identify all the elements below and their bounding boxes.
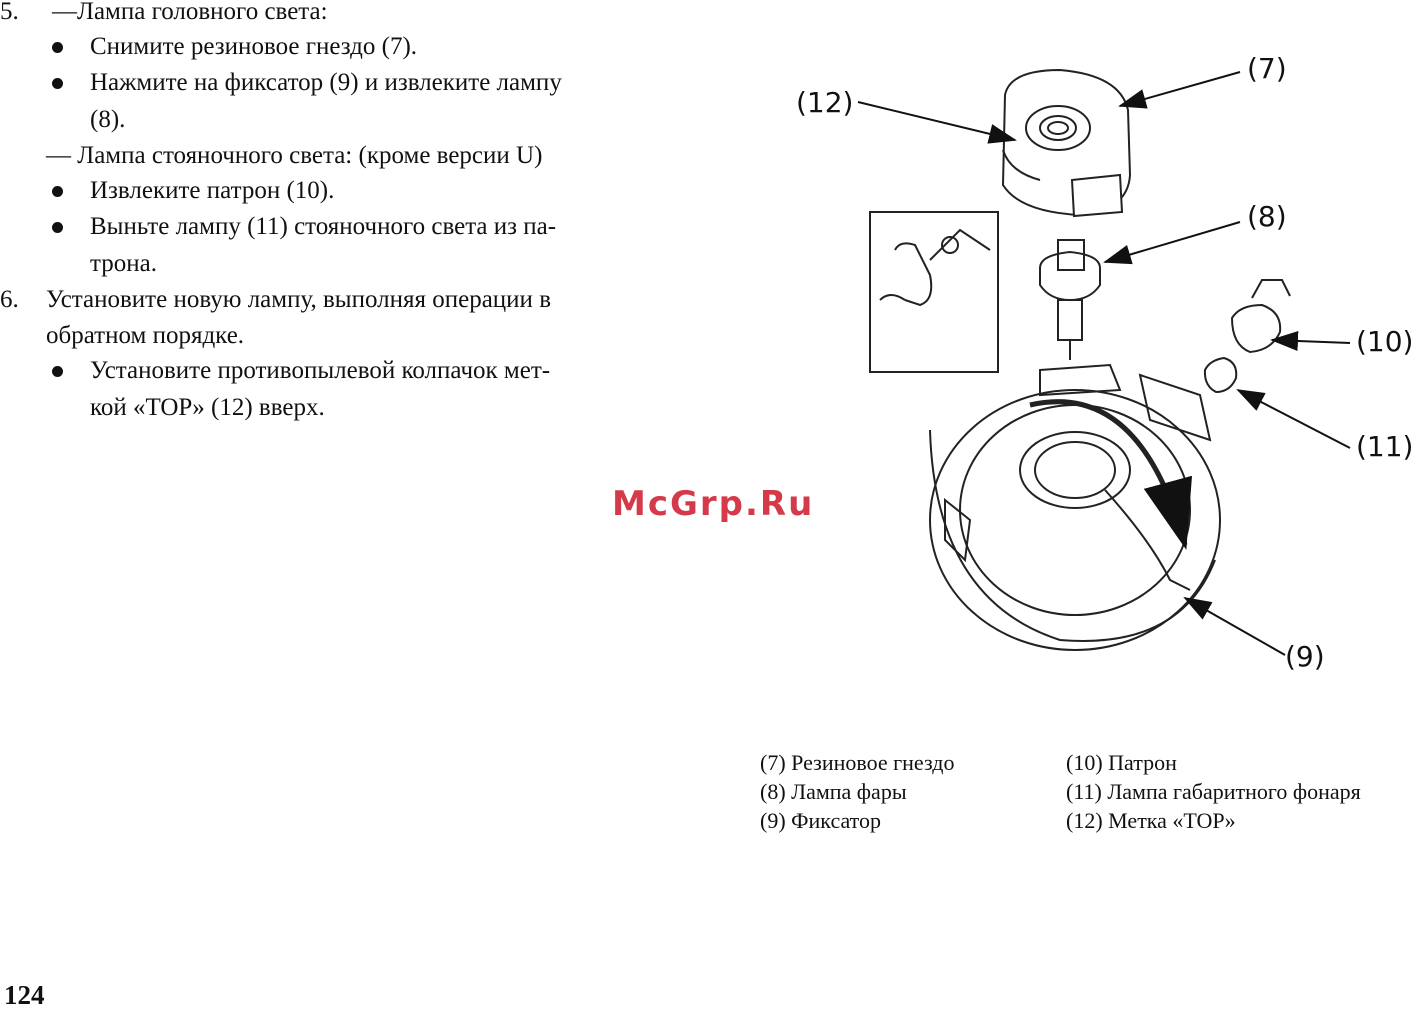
legend-right-column: (10) Патрон (11) Лампа габаритного фонар… xyxy=(1066,748,1361,835)
step-5-subheading: — Лампа стояночного света: (кроме версии… xyxy=(46,142,543,169)
legend-item: (9) Фиксатор xyxy=(760,808,881,833)
step-6-line-2: обратном порядке. xyxy=(46,322,245,349)
step-6-line-1: Установите новую лампу, выполняя операци… xyxy=(46,286,551,313)
page-number: 124 xyxy=(4,980,45,1010)
legend-item: (10) Патрон xyxy=(1066,750,1177,775)
parking-lamp-socket-illustration xyxy=(1203,279,1291,394)
callout-label-10: (10) xyxy=(1356,325,1412,358)
callout-label-11: (11) xyxy=(1356,430,1412,463)
detail-inset-frame xyxy=(869,211,999,373)
bullet-dot xyxy=(52,222,63,233)
callout-leaders xyxy=(857,71,1351,656)
callout-label-12: (12) xyxy=(796,86,854,119)
bullet-dot xyxy=(52,78,63,89)
callout-label-7: (7) xyxy=(1247,52,1287,85)
step-5-bullet-3: Извлеките патрон (10). xyxy=(90,177,335,204)
legend-item: (8) Лампа фары xyxy=(760,779,907,804)
legend-item: (11) Лампа габаритного фонаря xyxy=(1066,779,1361,804)
bullet-dot xyxy=(52,42,63,53)
step-5-bullet-2-line-1: Нажмите на фиксатор (9) и извлеките ламп… xyxy=(90,69,562,96)
bullet-dot xyxy=(52,366,63,377)
rubber-boot-illustration xyxy=(1001,68,1132,218)
step-5-bullet-2-line-2: (8). xyxy=(90,106,126,133)
step-6-bullet-1-line-2: кой «TOP» (12) вверх. xyxy=(90,394,325,421)
callout-label-8: (8) xyxy=(1247,200,1287,233)
headlamp-bulb-illustration xyxy=(1039,239,1101,360)
step-5-bullet-4-line-2: трона. xyxy=(90,250,157,277)
step-5-heading: —Лампа головного света: xyxy=(52,0,328,25)
legend-left-column: (7) Резиновое гнездо (8) Лампа фары (9) … xyxy=(760,748,954,835)
step-5-bullet-1: Снимите резиновое гнездо (7). xyxy=(90,33,418,60)
rotation-arrow xyxy=(1029,399,1192,550)
headlight-housing-illustration xyxy=(929,363,1221,651)
step-5-bullet-4-line-1: Выньте лампу (11) стояночного света из п… xyxy=(90,213,557,240)
callout-label-9: (9) xyxy=(1285,640,1325,673)
watermark: McGrp.Ru xyxy=(612,484,815,524)
legend-item: (12) Метка «TOP» xyxy=(1066,808,1236,833)
step-6-bullet-1-line-1: Установите противопылевой колпачок мет- xyxy=(90,357,551,384)
bullet-dot xyxy=(52,186,63,197)
legend-item: (7) Резиновое гнездо xyxy=(760,750,955,775)
step-5-number: 5. xyxy=(0,0,19,25)
step-6-number: 6. xyxy=(0,286,19,313)
